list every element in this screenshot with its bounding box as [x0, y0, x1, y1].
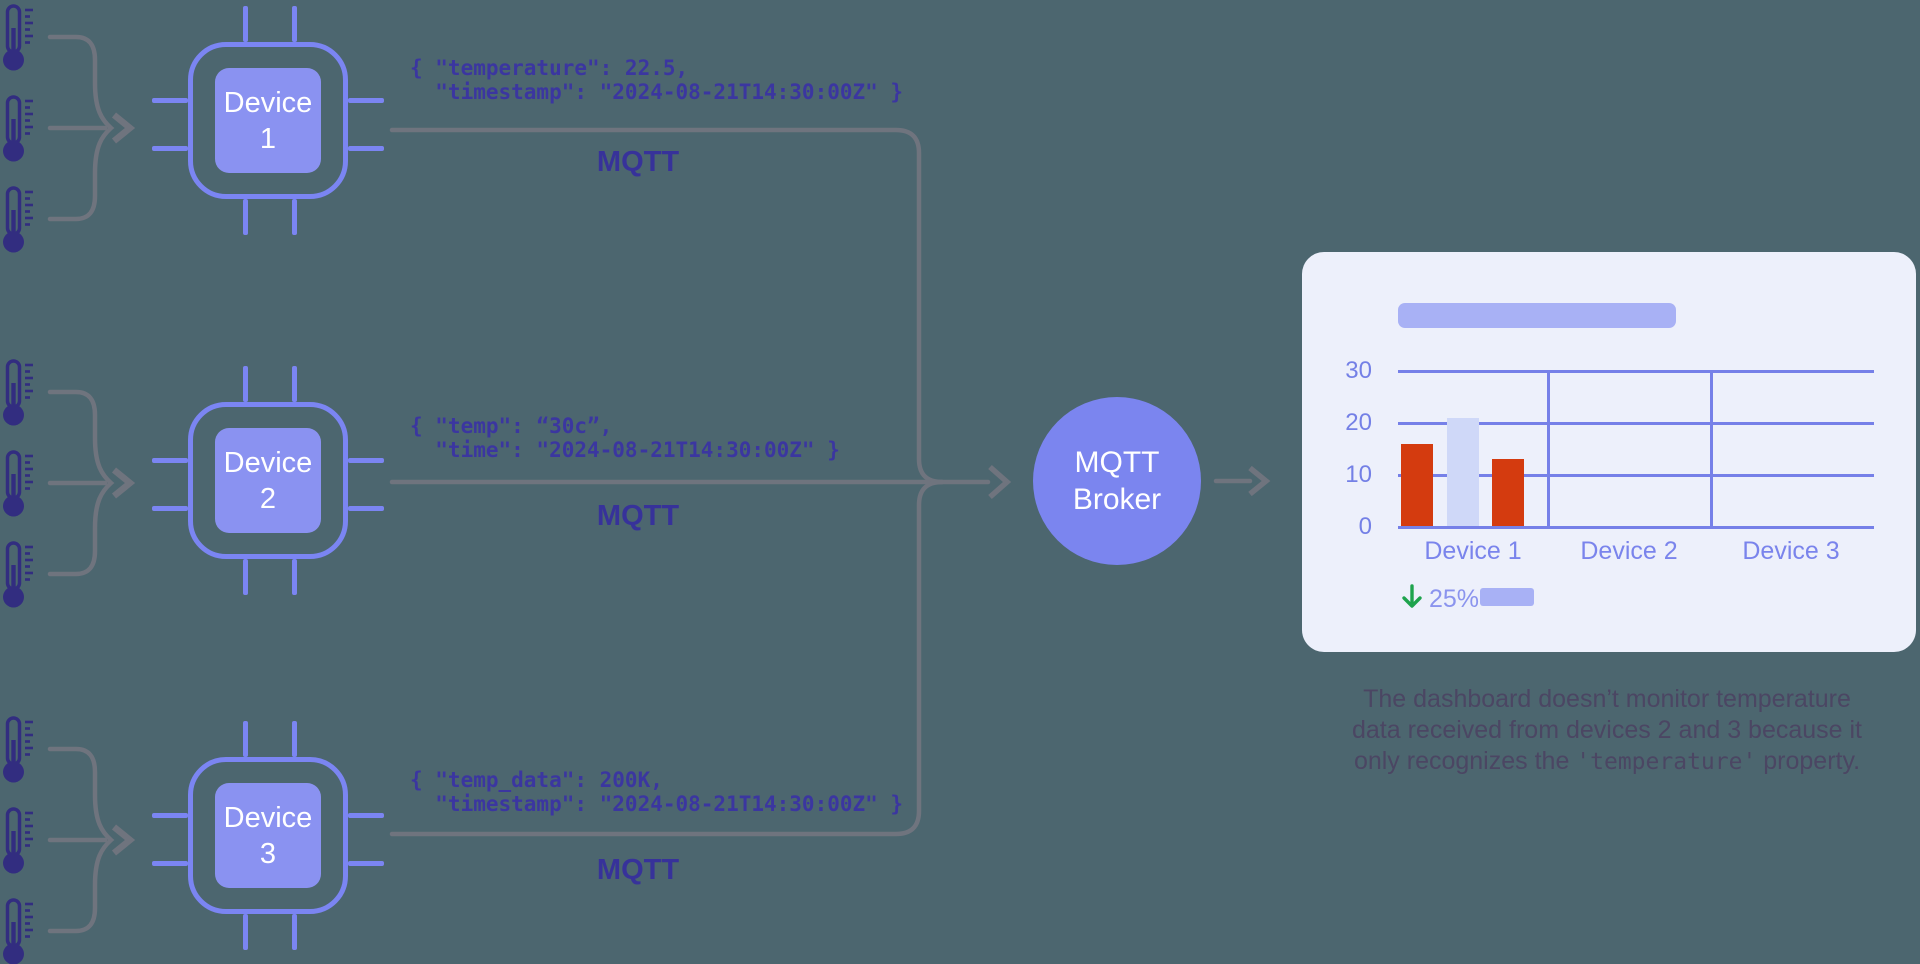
device-1-payload: { "temperature": 22.5, "timestamp": "202…: [410, 56, 904, 104]
x-label-3: Device 3: [1742, 537, 1840, 565]
mqtt-label-3: MQTT: [596, 854, 680, 886]
device-3-label: Device 3: [215, 783, 321, 888]
x-label-1: Device 1: [1424, 537, 1522, 565]
broker-out-arrowhead: [1248, 465, 1271, 497]
thermometer-icon: [2, 898, 36, 964]
bar-reading-3: [1492, 459, 1524, 527]
thermometer-icon: [2, 95, 36, 163]
device-1-chip: Device 1: [152, 6, 384, 235]
sensor-bracket-2: [47, 389, 115, 577]
inline-code-temperature: 'temperature': [1576, 749, 1757, 775]
thermometer-icon: [2, 450, 36, 518]
device-2-payload: { "temp": “30c”, "time": "2024-08-21T14:…: [410, 414, 840, 462]
bar-reading-2: [1446, 417, 1479, 527]
device-2-chip: Device 2: [152, 366, 384, 595]
mqtt-broker-node: MQTT Broker: [1033, 397, 1201, 565]
column-separator: [1547, 371, 1550, 527]
device-3-payload: { "temp_data": 200K, "timestamp": "2024-…: [410, 768, 904, 816]
gridline-y30: [1398, 369, 1874, 373]
thermometer-icon: [2, 541, 36, 609]
y-tick-label: 0: [1358, 513, 1372, 540]
thermometer-icon: [2, 186, 36, 254]
y-tick-label: 10: [1345, 461, 1372, 488]
y-tick-label: 20: [1345, 409, 1372, 436]
broker-in-arrowhead: [988, 464, 1012, 500]
caption-text: The dashboard doesn’t monitor temperatur…: [1351, 685, 1863, 775]
bracket-arrowhead-3: [111, 824, 136, 856]
device-1-label: Device 1: [215, 68, 321, 173]
column-separator: [1710, 371, 1713, 527]
thermometer-icon: [2, 359, 36, 427]
gridline-y10: [1398, 473, 1874, 477]
x-axis-baseline: [1398, 525, 1874, 529]
chart-title-placeholder: [1398, 303, 1676, 328]
device-2-label: Device 2: [215, 428, 321, 533]
gridline-y20: [1398, 421, 1874, 425]
thermometer-icon: [2, 4, 36, 72]
device-3-chip: Device 3: [152, 721, 384, 950]
bracket-arrowhead-1: [111, 112, 136, 144]
mqtt-label-1: MQTT: [596, 146, 680, 178]
bar-reading-1: [1401, 443, 1433, 527]
bracket-arrowhead-2: [111, 467, 136, 499]
sensor-bracket-3: [47, 746, 115, 934]
x-label-2: Device 2: [1580, 537, 1678, 565]
mqtt-label-2: MQTT: [596, 500, 680, 532]
y-tick-label: 30: [1345, 357, 1372, 384]
sensor-bracket-1: [47, 34, 115, 222]
trend-label-placeholder: [1480, 588, 1534, 606]
trend-down-icon: [1402, 584, 1422, 608]
trend-percent: 25%: [1429, 585, 1480, 613]
thermometer-icon: [2, 716, 36, 784]
thermometer-icon: [2, 807, 36, 875]
